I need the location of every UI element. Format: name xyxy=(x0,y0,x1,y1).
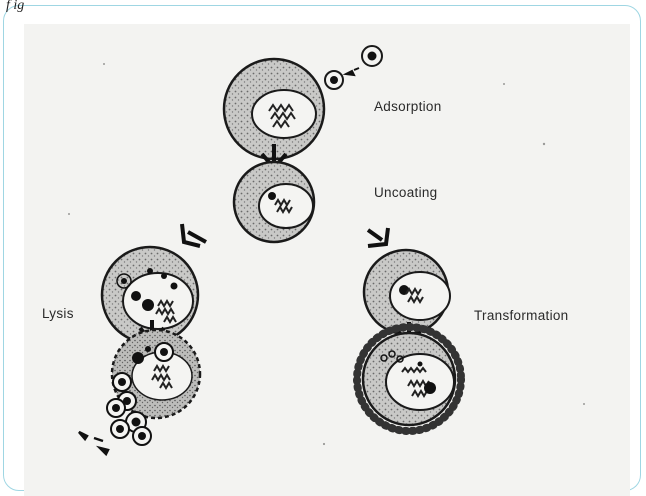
lysed-cell xyxy=(79,330,200,454)
viral-infection-diagram: Adsorption Uncoating xyxy=(24,24,630,496)
transformed-cell xyxy=(357,327,461,431)
corner-caption: f ig xyxy=(6,0,24,14)
label-lysis: Lysis xyxy=(42,306,74,321)
arrow-down-right-icon xyxy=(368,228,388,246)
arrow-down-left-icon xyxy=(182,224,206,246)
label-uncoating: Uncoating xyxy=(374,185,438,200)
label-adsorption: Adsorption xyxy=(374,99,442,114)
slide-frame: f ig xyxy=(3,5,641,491)
transformation-cell xyxy=(364,250,450,334)
uncoating-cell xyxy=(234,162,314,242)
virion-particle xyxy=(325,46,382,89)
label-transformation: Transformation xyxy=(474,308,568,323)
